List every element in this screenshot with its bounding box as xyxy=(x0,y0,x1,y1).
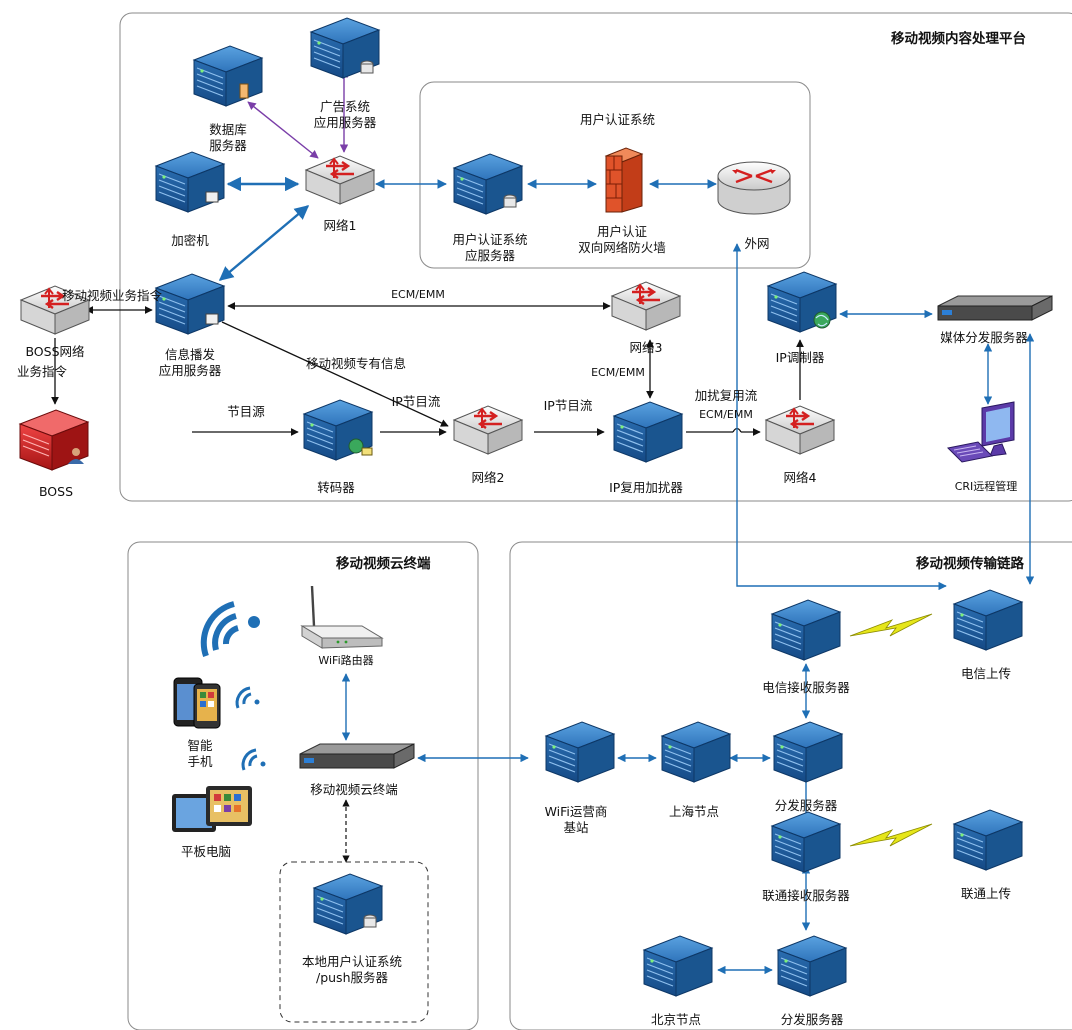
db-server-icon[interactable] xyxy=(193,45,263,107)
smartphone-label: 智能 xyxy=(187,738,213,753)
auth-app-server-label: 用户认证系统 xyxy=(452,232,527,247)
ad-server-label: 广告系统 xyxy=(320,99,370,114)
ad-server-icon[interactable] xyxy=(310,17,380,79)
tablet-icon[interactable] xyxy=(172,786,252,832)
wifi-signal-icon xyxy=(200,601,260,657)
auth-title: 用户认证系统 xyxy=(580,112,655,127)
ip-modulator-label: IP调制器 xyxy=(776,350,825,365)
cmd-label: 移动视频业务指令 xyxy=(62,288,163,303)
wifi-small-icon-2 xyxy=(241,748,266,771)
telecom-recv-label: 电信接收服务器 xyxy=(762,680,850,695)
links xyxy=(51,69,1035,975)
info-server-icon[interactable] xyxy=(155,273,225,335)
local-auth-label: 本地用户认证系统 xyxy=(302,954,402,969)
db-server-label-2: 服务器 xyxy=(209,138,247,153)
info-server-label-2: 应用服务器 xyxy=(159,363,222,378)
unicom-recv-label: 联通接收服务器 xyxy=(762,888,850,903)
encryptor-label: 加密机 xyxy=(171,233,209,248)
wireless-link-unicom xyxy=(849,823,933,847)
wifi-station-label: WiFi运营商 xyxy=(545,804,608,819)
net3-switch-icon[interactable] xyxy=(610,280,682,332)
program-source-label: 节目源 xyxy=(227,404,265,419)
smartphone-label-2: 手机 xyxy=(187,754,213,769)
ecm-emm-label: ECM/EMM xyxy=(391,288,445,301)
media-dist-server-label: 媒体分发服务器 xyxy=(940,330,1028,345)
cloud-title: 移动视频云终端 xyxy=(336,555,431,572)
wifi-router-label: WiFi路由器 xyxy=(318,653,373,667)
cri-label: CRI远程管理 xyxy=(955,479,1018,493)
ecm-emm-label-2: ECM/EMM xyxy=(591,366,645,379)
telecom-upload-server-icon[interactable] xyxy=(953,589,1023,651)
beijing-label: 北京节点 xyxy=(651,1012,701,1027)
cloud-terminal-icon[interactable] xyxy=(299,743,415,769)
biz-cmd-label: 业务指令 xyxy=(17,364,68,379)
ad-server-label-2: 应用服务器 xyxy=(314,115,377,130)
firewall-label-2: 双向网络防火墙 xyxy=(578,240,666,255)
net2-switch-icon[interactable] xyxy=(452,404,524,456)
dist-server-1-icon[interactable] xyxy=(773,721,843,783)
net2-label: 网络2 xyxy=(472,470,505,485)
net1-switch-icon[interactable] xyxy=(304,154,376,206)
unicom-upload-server-icon[interactable] xyxy=(953,809,1023,871)
wireless-link-telecom xyxy=(849,613,933,637)
platform-box xyxy=(119,12,1072,502)
wifi-router-icon[interactable] xyxy=(300,585,384,649)
db-server-label: 数据库 xyxy=(209,122,247,137)
ip-stream-label-1: IP节目流 xyxy=(392,394,441,409)
auth-app-server-label-2: 应服务器 xyxy=(465,248,516,263)
wifi-small-icon xyxy=(235,686,260,709)
net3-label: 网络3 xyxy=(630,340,663,355)
encryptor-icon[interactable] xyxy=(155,151,225,213)
ecm-emm-label-3: ECM/EMM xyxy=(699,408,753,421)
beijing-server-icon[interactable] xyxy=(643,935,713,997)
transcoder-icon[interactable] xyxy=(303,399,373,461)
cloud-terminal-label: 移动视频云终端 xyxy=(310,782,398,797)
local-auth-server-icon[interactable] xyxy=(313,873,383,935)
external-net-label: 外网 xyxy=(744,236,769,251)
local-auth-box xyxy=(279,861,429,1023)
ip-scrambler-label: IP复用加扰器 xyxy=(609,480,683,495)
telecom-upload-label: 电信上传 xyxy=(961,666,1011,681)
media-dist-server-icon[interactable] xyxy=(937,295,1053,321)
boss-server-icon[interactable] xyxy=(19,409,89,471)
unicom-recv-server-icon[interactable] xyxy=(771,811,841,873)
dist-server-2-icon[interactable] xyxy=(777,935,847,997)
net4-label: 网络4 xyxy=(784,470,817,485)
ip-scrambler-icon[interactable] xyxy=(613,401,683,463)
tablet-label: 平板电脑 xyxy=(181,844,231,859)
cri-computer-icon[interactable] xyxy=(946,401,1015,463)
firewall-label: 用户认证 xyxy=(597,224,648,239)
net1-label: 网络1 xyxy=(324,218,357,233)
auth-box xyxy=(419,81,811,269)
mux-stream-label: 加扰复用流 xyxy=(695,388,758,403)
platform-title: 移动视频内容处理平台 xyxy=(891,30,1026,47)
net4-switch-icon[interactable] xyxy=(764,404,836,456)
boss-net-label: BOSS网络 xyxy=(25,344,85,359)
wifi-station-server-icon[interactable] xyxy=(545,721,615,783)
firewall-icon[interactable] xyxy=(604,147,644,213)
local-auth-label-2: /push服务器 xyxy=(316,970,389,985)
ip-stream-label-2: IP节目流 xyxy=(544,398,593,413)
private-info-label: 移动视频专有信息 xyxy=(306,356,406,371)
unicom-upload-label: 联通上传 xyxy=(961,886,1011,901)
smartphone-icon[interactable] xyxy=(173,677,221,729)
dist-server-2-label: 分发服务器 xyxy=(781,1012,844,1027)
transmission-title: 移动视频传输链路 xyxy=(916,555,1024,572)
cloud-box xyxy=(127,541,479,1030)
telecom-recv-server-icon[interactable] xyxy=(771,599,841,661)
transcoder-label: 转码器 xyxy=(317,480,355,495)
ip-modulator-icon[interactable] xyxy=(767,271,837,333)
shanghai-server-icon[interactable] xyxy=(661,721,731,783)
dist-server-1-label: 分发服务器 xyxy=(775,798,838,813)
shanghai-label: 上海节点 xyxy=(669,804,719,819)
wifi-station-label-2: 基站 xyxy=(563,820,588,835)
auth-app-server-icon[interactable] xyxy=(453,153,523,215)
boss-label: BOSS xyxy=(39,484,73,499)
info-server-label: 信息播发 xyxy=(165,347,216,362)
external-router-icon[interactable] xyxy=(717,161,791,215)
